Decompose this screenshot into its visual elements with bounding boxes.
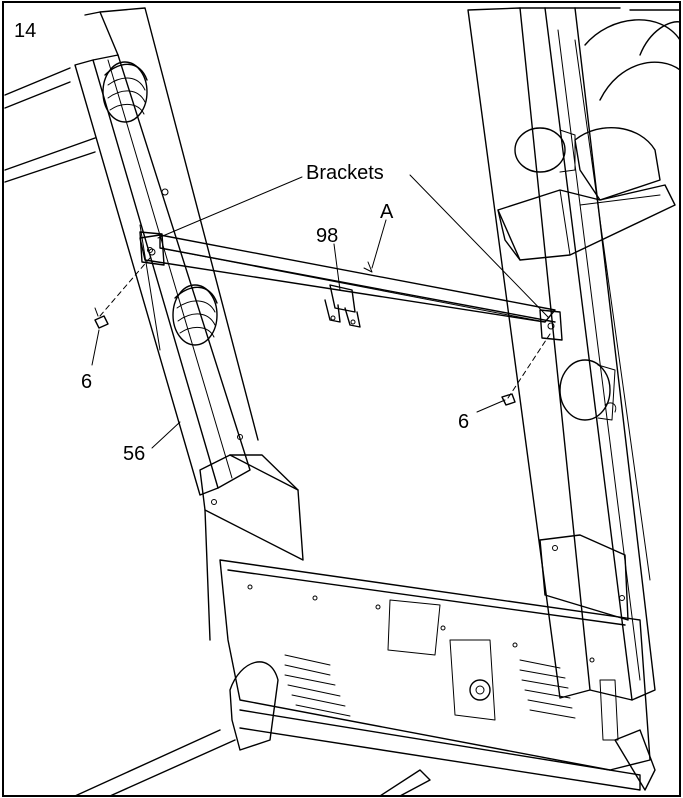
callout-brackets: Brackets xyxy=(306,162,384,184)
callout-part-6-right: 6 xyxy=(458,411,469,433)
callout-part-98: 98 xyxy=(316,225,338,247)
callout-part-56: 56 xyxy=(123,443,145,465)
frame-border xyxy=(3,2,680,796)
callout-part-6-left: 6 xyxy=(81,371,92,393)
step-number: 14 xyxy=(14,20,36,42)
callout-part-a: A xyxy=(380,201,394,223)
